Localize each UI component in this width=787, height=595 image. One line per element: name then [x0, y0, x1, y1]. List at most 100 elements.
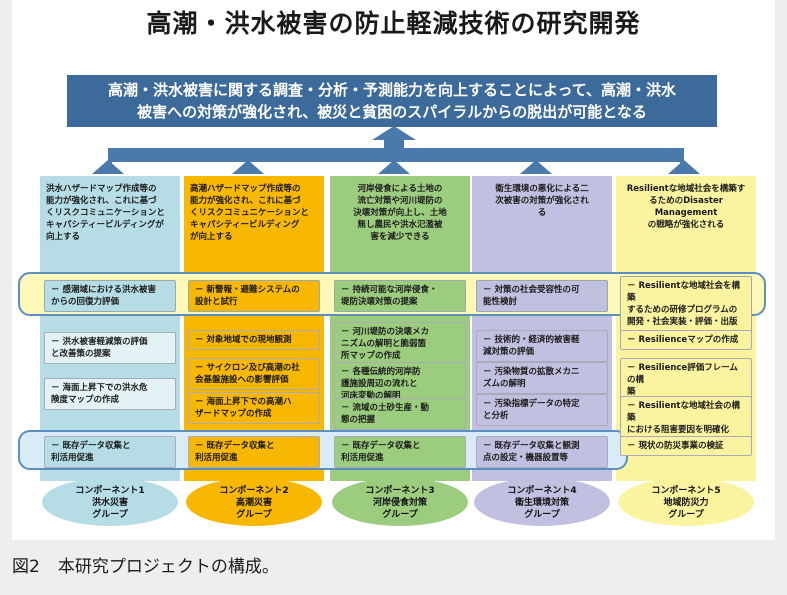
column-3-band-item: － 持続可能な河岸侵食・堤防決壊対策の提案 [334, 280, 466, 312]
diagram-canvas: 高潮・洪水被害の防止軽減技術の研究開発 高潮・洪水被害に関する調査・分析・予測能… [12, 0, 775, 540]
item-line: と改善策の提案 [51, 349, 111, 359]
column-5-item: － Resilience評価フレームの構築 [620, 358, 752, 402]
column-5-band-item: － Resilientな地域社会を構築するための研修プログラムの開発・社会実装・… [620, 276, 752, 332]
outcome-line: 次被害の対策が強化され [495, 196, 589, 206]
column-2-band-item: － 新警報・避難システムの設計と試行 [188, 280, 320, 312]
column-4-data-collection-item: － 既存データ収集と観測点の設定・機器設置等 [476, 436, 608, 468]
item-line: － 現状の防災事業の検証 [627, 441, 724, 451]
col1-arrow [92, 160, 124, 174]
column-3-outcome: 河岸侵食による土地の流亡対策や河川堤防の決壊対策が向上し、土地無し農民や洪水氾濫… [330, 178, 470, 248]
outcome-line: 衛生環境の悪化による二 [495, 184, 589, 194]
component-line: グループ [92, 510, 128, 520]
item-line: － 汚染指標データの特定 [483, 399, 580, 409]
column-1-data-collection-item: － 既存データ収集と利活用促進 [44, 436, 176, 468]
column-4-item: － 汚染指標データの特定と分析 [476, 394, 608, 426]
item-line: － Resilientな地域社会の構築 [627, 401, 740, 423]
component-line: コンポーネント5 [651, 486, 721, 496]
bottom-item-line: 点の設定・機器設置等 [483, 453, 569, 463]
item-line: － 流域の土砂生産・動 [341, 403, 429, 413]
component-line: コンポーネント1 [75, 486, 145, 496]
component-4-ellipse: コンポーネント4 衛生環境対策グループ [474, 478, 610, 526]
outcome-line: 無し農民や洪水氾濫被 [357, 220, 443, 230]
bottom-item-line: 利活用促進 [341, 453, 384, 463]
outcome-line: キャパシティービルディングが [46, 220, 164, 230]
item-line: ズムの解明 [483, 379, 526, 389]
band-item-line: 開発・社会実装・評価・出版 [627, 317, 738, 327]
outcome-line: 流亡対策や河川堤防の [357, 196, 443, 206]
column-5-item: － Resilienceマップの作成 [620, 330, 752, 350]
band-item-line: するための研修プログラムの [627, 305, 738, 315]
goal-line-2: 被害への対策が強化され、被災と貧困のスパイラルからの脱出が可能となる [137, 103, 647, 121]
column-1-band-item: － 感潮域における洪水被害からの回復力評価 [44, 280, 176, 312]
outcome-line: 洪水ハザードマップ作成等の [46, 184, 157, 194]
goal-box: 高潮・洪水被害に関する調査・分析・予測能力を向上することによって、高潮・洪水 被… [67, 75, 717, 127]
outcome-line: 能力が強化され、これに基づ [46, 196, 157, 206]
item-line: と分析 [483, 411, 509, 421]
bottom-item-line: － 既存データ収集と [51, 441, 131, 451]
component-line: グループ [524, 510, 560, 520]
item-line: － 洪水被害軽減策の評価 [51, 337, 148, 347]
item-line: 減対策の評価 [483, 347, 535, 357]
item-line: ニズムの解明と脆弱箇 [341, 339, 427, 349]
item-line: － Resilienceマップの作成 [627, 335, 739, 345]
item-line: － 河川堤防の決壊メカ [341, 327, 429, 337]
diagram-title: 高潮・洪水被害の防止軽減技術の研究開発 [146, 9, 641, 38]
component-line: 河岸侵食対策 [372, 498, 427, 508]
horizontal-connector [108, 148, 684, 162]
stem-arrow-shaft [384, 136, 404, 150]
column-4-band-item: － 対策の社会受容性の可能性検討 [476, 280, 608, 312]
item-line: － 各種伝統的河岸防 [341, 367, 421, 377]
bottom-item-line: 利活用促進 [195, 453, 238, 463]
component-line: 衛生環境対策 [514, 498, 569, 508]
outcome-line: 高潮ハザードマップ作成等の [190, 184, 301, 194]
stem-arrow-head [372, 126, 416, 140]
column-3-item: － 河川堤防の決壊メカニズムの解明と脆弱箇所マップの作成 [334, 322, 466, 366]
item-line: 所マップの作成 [341, 351, 401, 361]
component-line: グループ [236, 510, 272, 520]
item-line: － 海面上昇下での洪水危 [51, 383, 148, 393]
band-item-line: － 新警報・避難システムの [195, 285, 300, 295]
bottom-item-line: － 既存データ収集と [195, 441, 275, 451]
column-2-outcome: 高潮ハザードマップ作成等の能力が強化され、これに基づくリスクコミュニケーションと… [184, 178, 324, 248]
item-line: － 海面上昇下での高潮ハ [195, 397, 292, 407]
outcome-line: 決壊対策が向上し、土地 [353, 208, 447, 218]
outcome-line: 向上する [46, 232, 81, 242]
outcome-line: キャパシティービルディング [190, 220, 300, 230]
outcome-line: くリスクコミュニケーションと [46, 208, 165, 218]
component-line: コンポーネント3 [365, 486, 435, 496]
column-4-item: － 汚染物質の拡散メカニズムの解明 [476, 362, 608, 394]
col3-arrow [378, 160, 410, 174]
component-line: 洪水災害 [91, 498, 128, 508]
col2-arrow [232, 160, 264, 174]
component-line: 高潮災害 [235, 498, 272, 508]
goal-line-1: 高潮・洪水被害に関する調査・分析・予測能力を向上することによって、高潮・洪水 [107, 81, 677, 99]
outcome-line: 害を減少できる [370, 232, 430, 242]
outcome-line: の戦略が強化される [647, 220, 725, 230]
column-3-item: － 流域の土砂生産・動態の把握 [334, 398, 466, 430]
column-5-outcome: Resilientな地域社会を構築するためのDisaster Managemen… [616, 178, 756, 236]
column-2-data-collection-item: － 既存データ収集と利活用促進 [188, 436, 320, 468]
item-line: － Resilience評価フレームの構 [627, 363, 738, 385]
item-line: 築 [627, 387, 636, 397]
band-item-line: － 持続可能な河岸侵食・ [341, 285, 438, 295]
component-line: グループ [668, 510, 704, 520]
column-5-item: － Resilientな地域社会の構築における阻害要因を明確化 [620, 396, 752, 440]
item-line: 態の把握 [341, 415, 376, 425]
col1-stub [108, 160, 112, 174]
band-item-line: 設計と試行 [195, 297, 238, 307]
column-4-outcome: 衛生環境の悪化による二次被害の対策が強化される [472, 178, 612, 224]
band-item-line: － Resilientな地域社会を構築 [627, 281, 740, 303]
outcome-line: るためのDisaster Management [649, 196, 723, 218]
column-1-outcome: 洪水ハザードマップ作成等の能力が強化され、これに基づくリスクコミュニケーションと… [40, 178, 180, 248]
column-3-data-collection-item: － 既存データ収集と利活用促進 [334, 436, 466, 468]
column-2-item: － サイクロン及び高潮の社会基盤施設への影響評価 [188, 358, 320, 390]
item-line: － 対象地域での現地観測 [195, 335, 292, 345]
item-line: － 技術的・経済的被害軽 [483, 335, 580, 345]
item-line: ザードマップの作成 [195, 409, 272, 419]
outcome-line: Resilientな地域社会を構築す [626, 184, 746, 194]
component-line: コンポーネント4 [507, 486, 577, 496]
component-line: グループ [382, 510, 418, 520]
outcome-line: る [537, 208, 547, 218]
